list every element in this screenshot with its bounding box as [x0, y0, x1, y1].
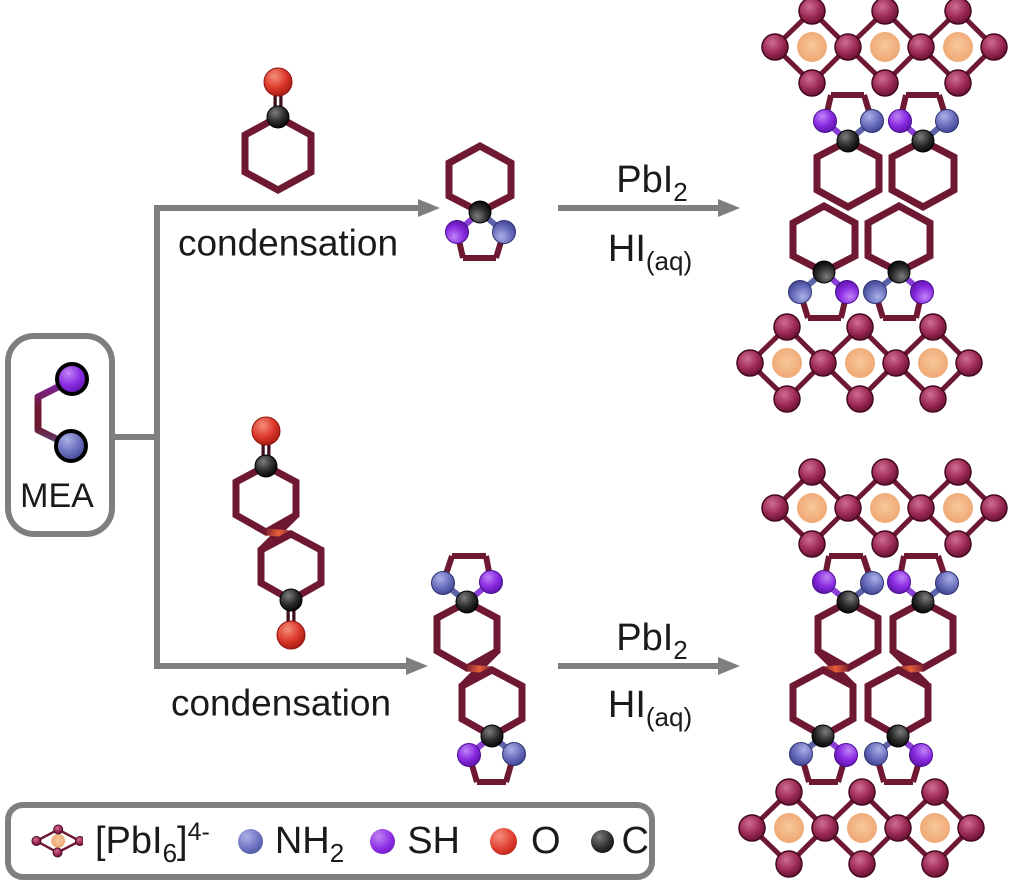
nh2-sphere [54, 429, 88, 463]
pbi2-main: PbI [616, 617, 674, 659]
carbon-sphere [266, 105, 290, 129]
carbon-sphere [254, 454, 278, 478]
legend-box: [PbI6]4- NH2 SH O C [5, 802, 655, 880]
pbi6-octahedron-icon [31, 824, 83, 858]
cyclohexanone-molecule [241, 67, 315, 194]
sh-dot-icon [370, 828, 396, 854]
hi-label-top: HI(aq) [607, 228, 692, 274]
condensation-label-top: condensation [177, 222, 399, 264]
mea-box [5, 333, 115, 537]
condensation-label-bottom: condensation [170, 682, 392, 724]
condensation-arrow-top [154, 199, 440, 217]
arrowhead-icon [718, 199, 740, 217]
hi-main: HI [607, 228, 646, 270]
arrowhead-icon [406, 657, 428, 675]
carbon-dot-icon [590, 829, 614, 853]
pbi6-chain [739, 779, 984, 877]
arrowhead-icon [418, 199, 440, 217]
hi-label-bottom: HI(aq) [607, 684, 692, 730]
dione-molecule [236, 416, 321, 650]
perovskite-structure-bottom [739, 459, 1007, 877]
pbi2-sub: 2 [673, 177, 688, 207]
pbi6-sup: 4- [187, 817, 210, 846]
cation-down [864, 206, 934, 318]
branch-lines [110, 208, 160, 666]
mea-backbone-bond [34, 376, 74, 450]
hi-sub: (aq) [645, 246, 693, 276]
carbon-sphere [279, 588, 303, 612]
nh2-sub: 2 [329, 837, 345, 868]
legend-nh2-label: NH2 [274, 819, 344, 866]
pbi6-chain [762, 0, 1007, 96]
pbi6-sub: 6 [162, 837, 178, 868]
oxygen-dot-icon [489, 827, 517, 855]
perovskite-structure-top [737, 0, 1007, 412]
pbi2-main: PbI [616, 159, 674, 201]
hi-sub: (aq) [645, 702, 693, 732]
pbi6-pre: [PbI [94, 819, 163, 862]
cation-down [789, 206, 859, 318]
bis-thiazolidine-product-molecule [432, 556, 526, 782]
legend-sh-label: SH [407, 819, 460, 862]
hi-main: HI [607, 684, 646, 726]
nh2-dot-icon [237, 828, 263, 854]
condensation-arrow-bottom [154, 657, 428, 675]
pbi2-sub: 2 [673, 635, 688, 665]
sh-sphere [55, 362, 89, 396]
legend-c-label: C [621, 819, 649, 862]
pbi6-chain [762, 459, 1007, 557]
oxygen-sphere [263, 67, 293, 97]
arrowhead-icon [718, 657, 740, 675]
cation-up [889, 95, 959, 207]
nh2-main: NH [274, 819, 330, 862]
oxygen-sphere [251, 416, 281, 446]
pbi6-close: ] [177, 819, 188, 862]
mea-label: MEA [20, 477, 94, 515]
pbi2-label-bottom: PbI2 [616, 617, 688, 663]
legend-pbi6-label: [PbI6]4- [94, 817, 210, 866]
cation-up [814, 95, 884, 207]
legend-o-label: O [530, 819, 561, 862]
pbi6-chain [737, 314, 982, 412]
reaction-arrow-bottom [558, 657, 740, 675]
oxygen-sphere [276, 620, 306, 650]
reaction-arrow-top [558, 199, 740, 217]
pbi2-label-top: PbI2 [616, 159, 688, 205]
thiazolidine-product-molecule [446, 146, 516, 258]
